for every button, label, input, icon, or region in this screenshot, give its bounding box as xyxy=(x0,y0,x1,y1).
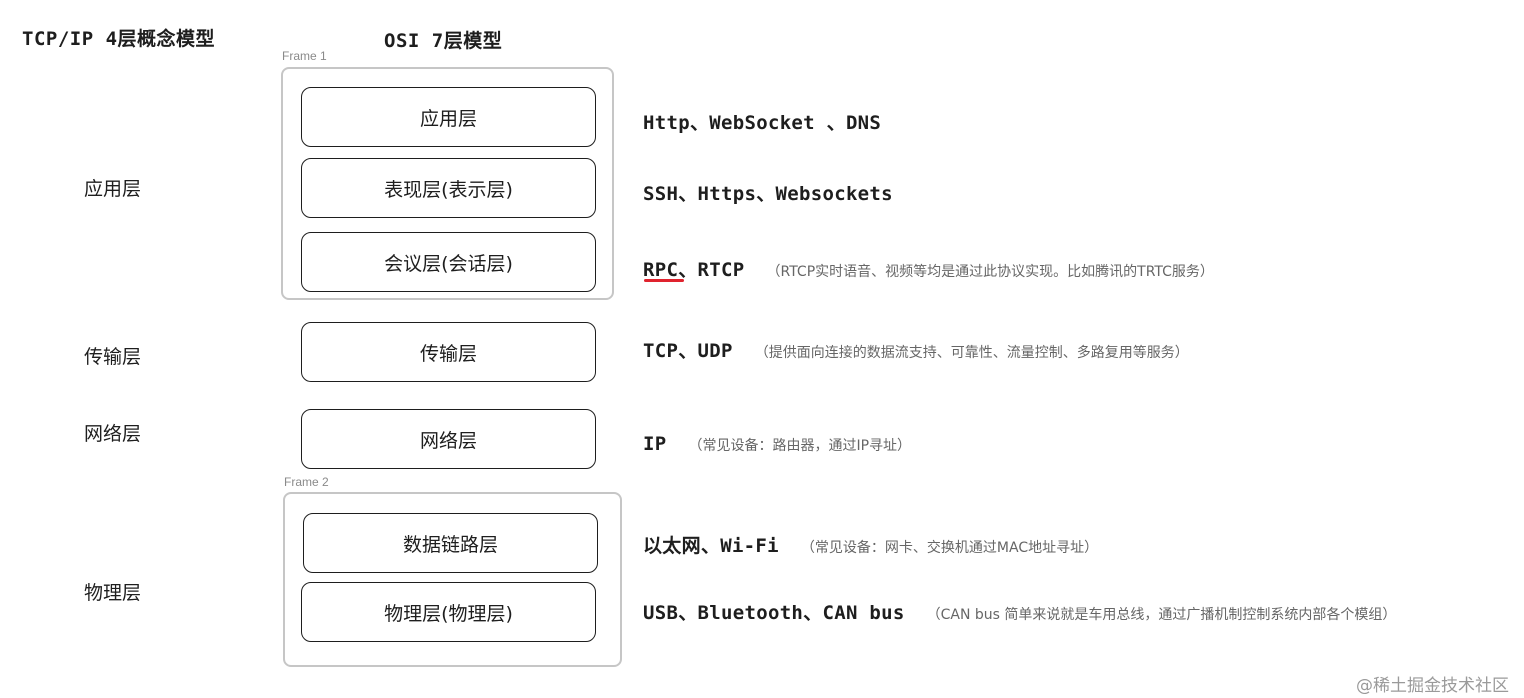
osi-layer-network: 网络层 xyxy=(301,409,596,469)
protocol-names: IP xyxy=(643,433,667,455)
frame-1 xyxy=(281,67,614,300)
protocol-names: 以太网、Wi-Fi xyxy=(643,535,779,557)
tcpip-layer-transport: 传输层 xyxy=(84,346,142,368)
osi-layer-data-link: 数据链路层 xyxy=(303,513,598,573)
osi-layer-transport: 传输层 xyxy=(301,322,596,382)
protocol-row-session: RPC、RTCP （RTCP实时语音、视频等均是通过此协议实现。比如腾讯的TRT… xyxy=(643,255,1214,282)
protocol-row-physical: USB、Bluetooth、CAN bus （CAN bus 简单来说就是车用总… xyxy=(643,598,1396,625)
osi-layer-presentation: 表现层(表示层) xyxy=(301,158,596,218)
tcpip-layer-application: 应用层 xyxy=(84,178,142,200)
rpc-highlight-underline xyxy=(644,279,684,282)
frame-2 xyxy=(283,492,622,667)
tcpip-layer-physical: 物理层 xyxy=(84,582,142,604)
protocol-names: RPC、RTCP xyxy=(643,259,745,281)
watermark: @稀土掘金技术社区 xyxy=(1356,676,1509,696)
protocol-note: （常见设备：路由器，通过IP寻址） xyxy=(688,438,912,454)
protocol-names: Http、WebSocket 、DNS xyxy=(643,112,882,134)
protocol-note: （CAN bus 简单来说就是车用总线，通过广播机制控制系统内部各个模组） xyxy=(926,607,1397,623)
frame-1-label: Frame 1 xyxy=(282,49,327,63)
protocol-row-presentation: SSH、Https、Websockets xyxy=(643,179,893,206)
protocol-names: SSH、Https、Websockets xyxy=(643,183,893,205)
protocol-row-application: Http、WebSocket 、DNS xyxy=(643,108,881,135)
protocol-note: （RTCP实时语音、视频等均是通过此协议实现。比如腾讯的TRTC服务） xyxy=(766,264,1214,280)
osi-layer-physical: 物理层(物理层) xyxy=(301,582,596,642)
protocol-row-transport: TCP、UDP （提供面向连接的数据流支持、可靠性、流量控制、多路复用等服务） xyxy=(643,336,1189,363)
tcpip-layer-network: 网络层 xyxy=(84,423,142,445)
frame-2-label: Frame 2 xyxy=(284,475,329,489)
osi-layer-application: 应用层 xyxy=(301,87,596,147)
protocol-names: USB、Bluetooth、CAN bus xyxy=(643,602,905,624)
osi-model-heading: OSI 7层模型 xyxy=(384,30,503,52)
protocol-note: （常见设备：网卡、交换机通过MAC地址寻址） xyxy=(800,540,1099,556)
protocol-row-network: IP （常见设备：路由器，通过IP寻址） xyxy=(643,433,911,455)
protocol-names: TCP、UDP xyxy=(643,340,733,362)
protocol-row-data-link: 以太网、Wi-Fi （常见设备：网卡、交换机通过MAC地址寻址） xyxy=(643,531,1098,558)
tcpip-model-heading: TCP/IP 4层概念模型 xyxy=(22,28,216,50)
protocol-note: （提供面向连接的数据流支持、可靠性、流量控制、多路复用等服务） xyxy=(754,345,1189,361)
osi-layer-session: 会议层(会话层) xyxy=(301,232,596,292)
